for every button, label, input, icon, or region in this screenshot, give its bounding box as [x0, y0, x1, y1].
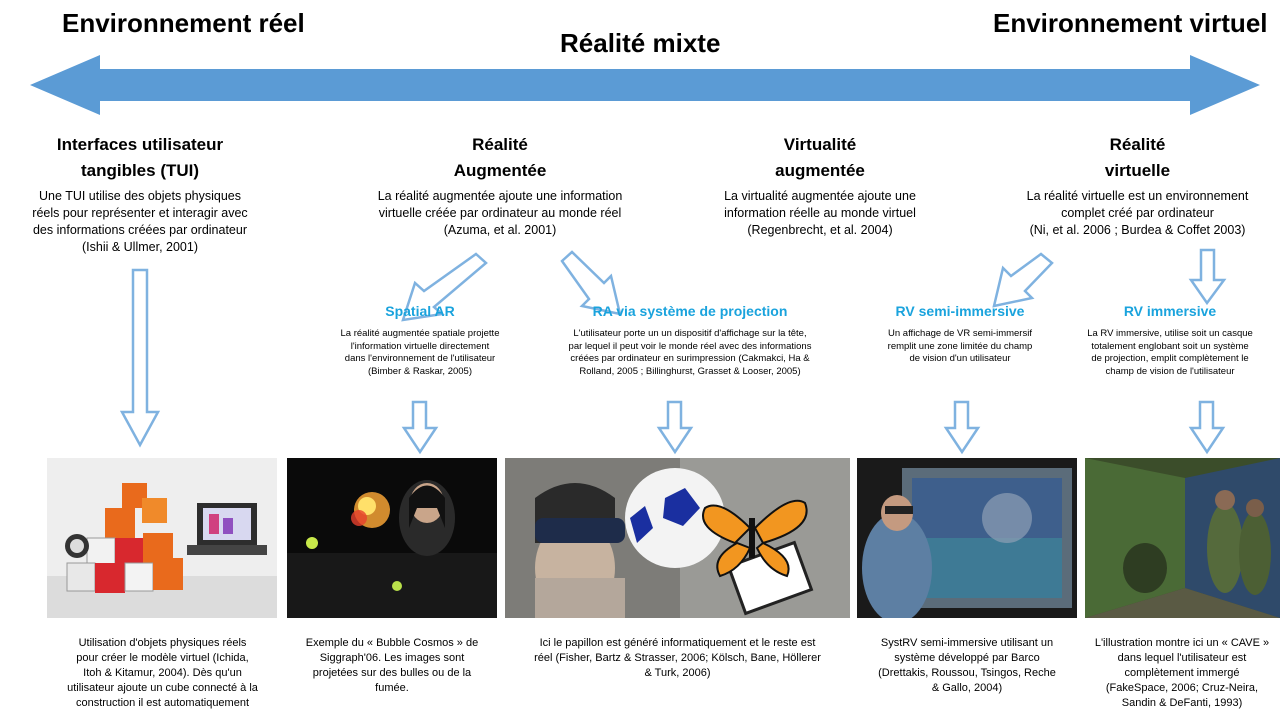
tangible-cubes-photo — [47, 458, 277, 618]
subcategory-desc-line: créées par ordinateur en surimpression (… — [570, 353, 810, 364]
category-title: Virtualité — [783, 135, 857, 154]
category-title: tangibles (TUI) — [80, 161, 200, 180]
caption-line: fumée. — [375, 682, 409, 694]
subcategory-title: Spatial AR — [385, 303, 455, 319]
subcategory-title: RA via système de projection — [592, 303, 788, 319]
caption-line: (Drettakis, Roussou, Tsingos, Reche — [878, 667, 1056, 679]
caption-line: Itoh & Kitamur, 2004). Dès qu'un — [83, 667, 242, 679]
caption-line: Utilisation d'objets physiques réels — [78, 637, 247, 649]
subcategory-desc-line: remplit une zone limitée du champ — [887, 340, 1033, 352]
subcategory-immersive-vr: RV immersive La RV immersive, utilise so… — [1070, 303, 1270, 378]
category-desc-line: La réalité augmentée ajoute une informat… — [377, 189, 623, 203]
subcategory-desc-line: dans l'environnement de l'utilisateur — [344, 353, 496, 364]
caption-line: dans lequel l'utilisateur est — [1117, 652, 1247, 664]
caption-line: pour créer le modèle virtuel (Ichida, — [76, 652, 249, 664]
caption-line: projetées sur des bulles ou de la — [312, 667, 472, 679]
down-arrow-icon — [656, 400, 694, 455]
subcategory-desc-line: champ de vision de l'utilisateur — [1105, 365, 1235, 377]
double-arrow-icon — [30, 55, 1260, 115]
category-desc-line: La virtualité augmentée ajoute une — [724, 189, 916, 203]
subcategory-desc-line: de vision d'un utilisateur — [909, 353, 1011, 364]
title-virtual-environment: Environnement virtuel — [993, 8, 1268, 38]
category-title: augmentée — [775, 161, 865, 180]
down-arrow-icon — [1188, 248, 1227, 306]
caption-tangible: Utilisation d'objets physiques réels pou… — [45, 636, 280, 711]
bubble-cosmos-photo — [287, 458, 497, 618]
category-desc-line: La réalité virtuelle est un environnemen… — [1026, 189, 1249, 203]
caption-line: Exemple du « Bubble Cosmos » de — [305, 637, 479, 649]
caption-cave: L'illustration montre ici un « CAVE » da… — [1082, 636, 1282, 711]
category-desc-line: des informations créées par ordinateur — [32, 223, 247, 237]
subcategory-desc-line: par lequel il peut voir le monde réel av… — [568, 340, 812, 352]
down-arrow-icon — [943, 400, 981, 455]
subcategory-desc-line: Rolland, 2005 ; Billinghurst, Grasset & … — [579, 365, 801, 377]
category-desc-line: (Azuma, et al. 2001) — [443, 223, 557, 237]
subcategory-desc-line: La RV immersive, utilise soit un casque — [1087, 328, 1253, 339]
down-arrow-icon — [401, 400, 439, 455]
subcategory-title: RV semi-immersive — [895, 303, 1025, 319]
cave-photo — [1085, 458, 1280, 618]
caption-line: complètement immergé — [1124, 667, 1240, 679]
caption-butterfly: Ici le papillon est généré informatiquem… — [505, 636, 850, 681]
subcategory-projection-ar: RA via système de projection L'utilisate… — [540, 303, 840, 378]
category-augmented-reality: Réalité Augmentée La réalité augmentée a… — [350, 132, 650, 239]
subcategory-desc-line: de projection, emplit complètement le — [1091, 353, 1249, 364]
category-desc-line: virtuelle créée par ordinateur au monde … — [378, 206, 622, 220]
caption-line: & Gallo, 2004) — [931, 682, 1003, 694]
category-title: Interfaces utilisateur — [56, 135, 224, 154]
caption-semi-immersive: SystRV semi-immersive utilisant un systè… — [852, 636, 1082, 696]
subcategory-desc-line: Un affichage de VR semi-immersif — [888, 328, 1032, 339]
category-title: virtuelle — [1104, 161, 1171, 180]
category-title: Réalité — [472, 135, 528, 154]
diagonal-arrow-icon — [992, 252, 1054, 308]
category-augmented-virtuality: Virtualité augmentée La virtualité augme… — [690, 132, 950, 239]
category-desc-line: information réelle au monde virtuel — [724, 206, 916, 220]
category-desc-line: Une TUI utilise des objets physiques — [39, 189, 241, 203]
down-arrow-icon — [119, 268, 161, 448]
caption-line: Ici le papillon est généré informatiquem… — [539, 637, 816, 649]
down-arrow-icon — [1188, 400, 1226, 455]
subcategory-semi-immersive-vr: RV semi-immersive Un affichage de VR sem… — [870, 303, 1050, 366]
caption-line: L'illustration montre ici un « CAVE » — [1094, 637, 1270, 649]
subcategory-title: RV immersive — [1123, 303, 1217, 319]
title-real-environment: Environnement réel — [62, 8, 305, 38]
title-mixed-reality: Réalité mixte — [560, 28, 721, 58]
semi-immersive-screen-photo — [857, 458, 1077, 618]
caption-line: (FakeSpace, 2006; Cruz-Neira, — [1105, 682, 1259, 694]
category-title: Augmentée — [453, 161, 547, 180]
category-desc-line: (Regenbrecht, et al. 2004) — [747, 223, 893, 237]
caption-line: système développé par Barco — [894, 652, 1040, 664]
caption-line: & Turk, 2006) — [644, 667, 711, 679]
caption-bubble-cosmos: Exemple du « Bubble Cosmos » de Siggraph… — [282, 636, 502, 696]
caption-line: Siggraph'06. Les images sont — [319, 652, 465, 664]
caption-line: réel (Fisher, Bartz & Strasser, 2006; Kö… — [534, 652, 821, 664]
subcategory-spatial-ar: Spatial AR La réalité augmentée spatiale… — [330, 303, 510, 378]
subcategory-desc-line: La réalité augmentée spatiale projette — [340, 328, 500, 339]
diagonal-arrow-icon — [401, 252, 488, 322]
diagonal-arrow-icon — [560, 250, 622, 316]
category-desc-line: réels pour représenter et interagir avec — [32, 206, 248, 220]
category-tui: Interfaces utilisateur tangibles (TUI) U… — [20, 132, 260, 256]
category-desc-line: (Ishii & Ullmer, 2001) — [81, 240, 198, 254]
category-desc-line: (Ni, et al. 2006 ; Burdea & Coffet 2003) — [1029, 223, 1246, 237]
caption-line: utilisateur ajoute un cube connecté à la — [67, 682, 258, 694]
category-title: Réalité — [1109, 135, 1166, 154]
subcategory-desc-line: l'information virtuelle directement — [350, 340, 490, 352]
category-desc-line: complet créé par ordinateur — [1061, 206, 1214, 220]
subcategory-desc-line: (Bimber & Raskar, 2005) — [367, 365, 472, 377]
subcategory-desc-line: L'utilisateur porte un un dispositif d'a… — [573, 328, 807, 339]
caption-line: construction il est automatiquement — [75, 697, 250, 709]
caption-line: Sandin & DeFanti, 1993) — [1121, 697, 1243, 709]
butterfly-ar-photo — [505, 458, 850, 618]
caption-line: SystRV semi-immersive utilisant un — [880, 637, 1054, 649]
category-virtual-reality: Réalité virtuelle La réalité virtuelle e… — [995, 132, 1280, 239]
subcategory-desc-line: totalement englobant soit un système — [1091, 340, 1249, 352]
